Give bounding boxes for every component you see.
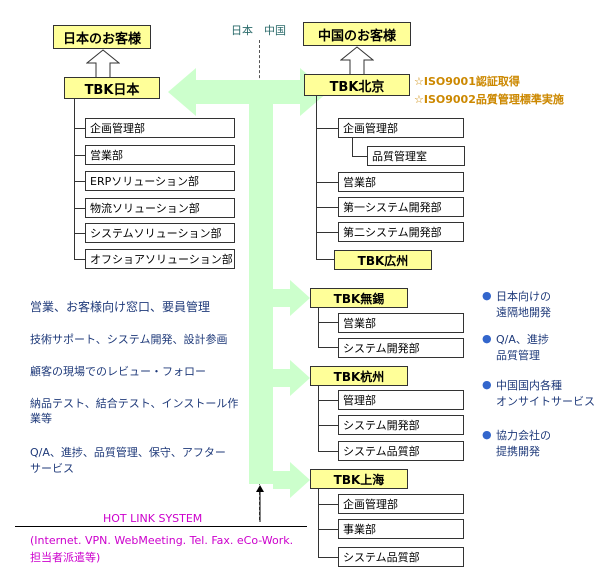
japan-role-text: 納品テスト、結合テスト、インストール作 bbox=[30, 397, 239, 410]
wuxi-tree-branch bbox=[318, 347, 338, 348]
office-guangzhou: TBK広州 bbox=[334, 250, 432, 270]
japan-role-text: Q/A、進捗、品質管理、保守、アフター bbox=[30, 446, 226, 459]
divider-label-japan: 日本 bbox=[231, 24, 253, 37]
beijing-dept: 企画管理部 bbox=[338, 118, 464, 138]
beijing-dept: 営業部 bbox=[338, 172, 464, 192]
wuxi-dept: 営業部 bbox=[338, 313, 464, 333]
china-role-text: オンサイトサービス bbox=[496, 395, 595, 408]
hangzhou-tree-branch bbox=[318, 425, 338, 426]
bullet-icon: ● bbox=[482, 289, 492, 302]
hangzhou-tree-branch bbox=[318, 451, 338, 452]
beijing-tree-trunk bbox=[316, 96, 317, 260]
japan-role-text: 営業、お客様向け窓口、要員管理 bbox=[30, 300, 211, 314]
hangzhou-dept: システム開発部 bbox=[338, 415, 464, 435]
hangzhou-dept: システム品質部 bbox=[338, 441, 464, 461]
bullet-icon: ● bbox=[482, 428, 492, 441]
beijing-subtree bbox=[352, 138, 353, 156]
japan-dept: オフショアソリューション部 bbox=[85, 249, 235, 269]
shanghai-tree-branch bbox=[318, 504, 338, 505]
japan-tree-branch bbox=[74, 233, 85, 234]
bullet-icon: ● bbox=[482, 332, 492, 345]
wuxi-dept: システム開発部 bbox=[338, 338, 464, 358]
wuxi-tree-trunk bbox=[318, 308, 319, 347]
china-role-text: 日本向けの bbox=[496, 290, 551, 303]
china-role-text: 協力会社の bbox=[496, 429, 551, 442]
office-beijing: TBK北京 bbox=[304, 74, 410, 96]
japan-dept: ERPソリューション部 bbox=[85, 171, 235, 191]
office-wuxi: TBK無錫 bbox=[310, 288, 408, 308]
shanghai-dept: 事業部 bbox=[338, 519, 464, 539]
wuxi-tree-branch bbox=[318, 322, 338, 323]
iso-note-2: ☆ISO9002品質管理標準実施 bbox=[414, 93, 564, 106]
hotlink-detail-2: 担当者派遣等) bbox=[30, 551, 101, 564]
hotlink-detail-1: (Internet. VPN. WebMeeting. Tel. Fax. eC… bbox=[30, 534, 294, 547]
japan-tree-branch bbox=[74, 259, 85, 260]
japan-role-text: サービス bbox=[30, 462, 74, 475]
china-role-text: 提携開発 bbox=[496, 445, 540, 458]
beijing-dept: 第二システム開発部 bbox=[338, 222, 464, 242]
china-role-text: 中国国内各種 bbox=[496, 379, 562, 392]
shanghai-dept: 企画管理部 bbox=[338, 494, 464, 514]
japan-tree-branch bbox=[74, 155, 85, 156]
hangzhou-tree-branch bbox=[318, 400, 338, 401]
japan-dept: 物流ソリューション部 bbox=[85, 198, 235, 218]
beijing-tree-branch bbox=[316, 232, 338, 233]
hangzhou-tree-trunk bbox=[318, 386, 319, 451]
beijing-subtree-branch bbox=[352, 156, 367, 157]
china-role-text: Q/A、進捗 bbox=[496, 333, 549, 346]
china-role-text: 品質管理 bbox=[496, 349, 540, 362]
china-customer-box: 中国のお客様 bbox=[303, 22, 411, 46]
japan-tree-trunk bbox=[74, 99, 75, 260]
japan-dept: システムソリューション部 bbox=[85, 223, 235, 243]
japan-customer-box: 日本のお客様 bbox=[53, 25, 151, 49]
up-arrow-icon bbox=[340, 46, 374, 76]
beijing-dept: 第一システム開発部 bbox=[338, 197, 464, 217]
iso-note-1: ☆ISO9001認証取得 bbox=[414, 75, 520, 88]
japan-tree-branch bbox=[74, 181, 85, 182]
beijing-dept: 品質管理室 bbox=[367, 146, 465, 166]
japan-tree-branch bbox=[74, 208, 85, 209]
japan-dept: 営業部 bbox=[85, 145, 235, 165]
japan-dept: 企画管理部 bbox=[85, 118, 235, 138]
hotlink-title: HOT LINK SYSTEM bbox=[103, 512, 203, 525]
office-shanghai: TBK上海 bbox=[310, 469, 408, 489]
japan-role-text: 業等 bbox=[30, 412, 52, 425]
divider-label-china: 中国 bbox=[264, 24, 286, 37]
china-role-text: 遠隔地開発 bbox=[496, 306, 551, 319]
office-japan: TBK日本 bbox=[64, 77, 160, 99]
japan-tree-branch bbox=[74, 128, 85, 129]
shanghai-dept: システム品質部 bbox=[338, 547, 464, 567]
beijing-tree-branch bbox=[316, 259, 334, 260]
hangzhou-dept: 管理部 bbox=[338, 390, 464, 410]
hotlink-underline bbox=[15, 526, 307, 527]
shanghai-tree-branch bbox=[318, 557, 338, 558]
shanghai-tree-branch bbox=[318, 529, 338, 530]
beijing-tree-branch bbox=[316, 128, 338, 129]
beijing-tree-branch bbox=[316, 207, 338, 208]
bullet-icon: ● bbox=[482, 378, 492, 391]
up-arrow-icon bbox=[86, 49, 120, 79]
shanghai-tree-trunk bbox=[318, 489, 319, 557]
japan-role-text: 顧客の現場でのレビュー・フォロー bbox=[30, 365, 206, 378]
beijing-tree-branch bbox=[316, 182, 338, 183]
hotlink-pointer-arrow bbox=[256, 485, 264, 522]
japan-role-text: 技術サポート、システム開発、設計参画 bbox=[30, 333, 228, 346]
office-hangzhou: TBK杭州 bbox=[310, 366, 408, 386]
